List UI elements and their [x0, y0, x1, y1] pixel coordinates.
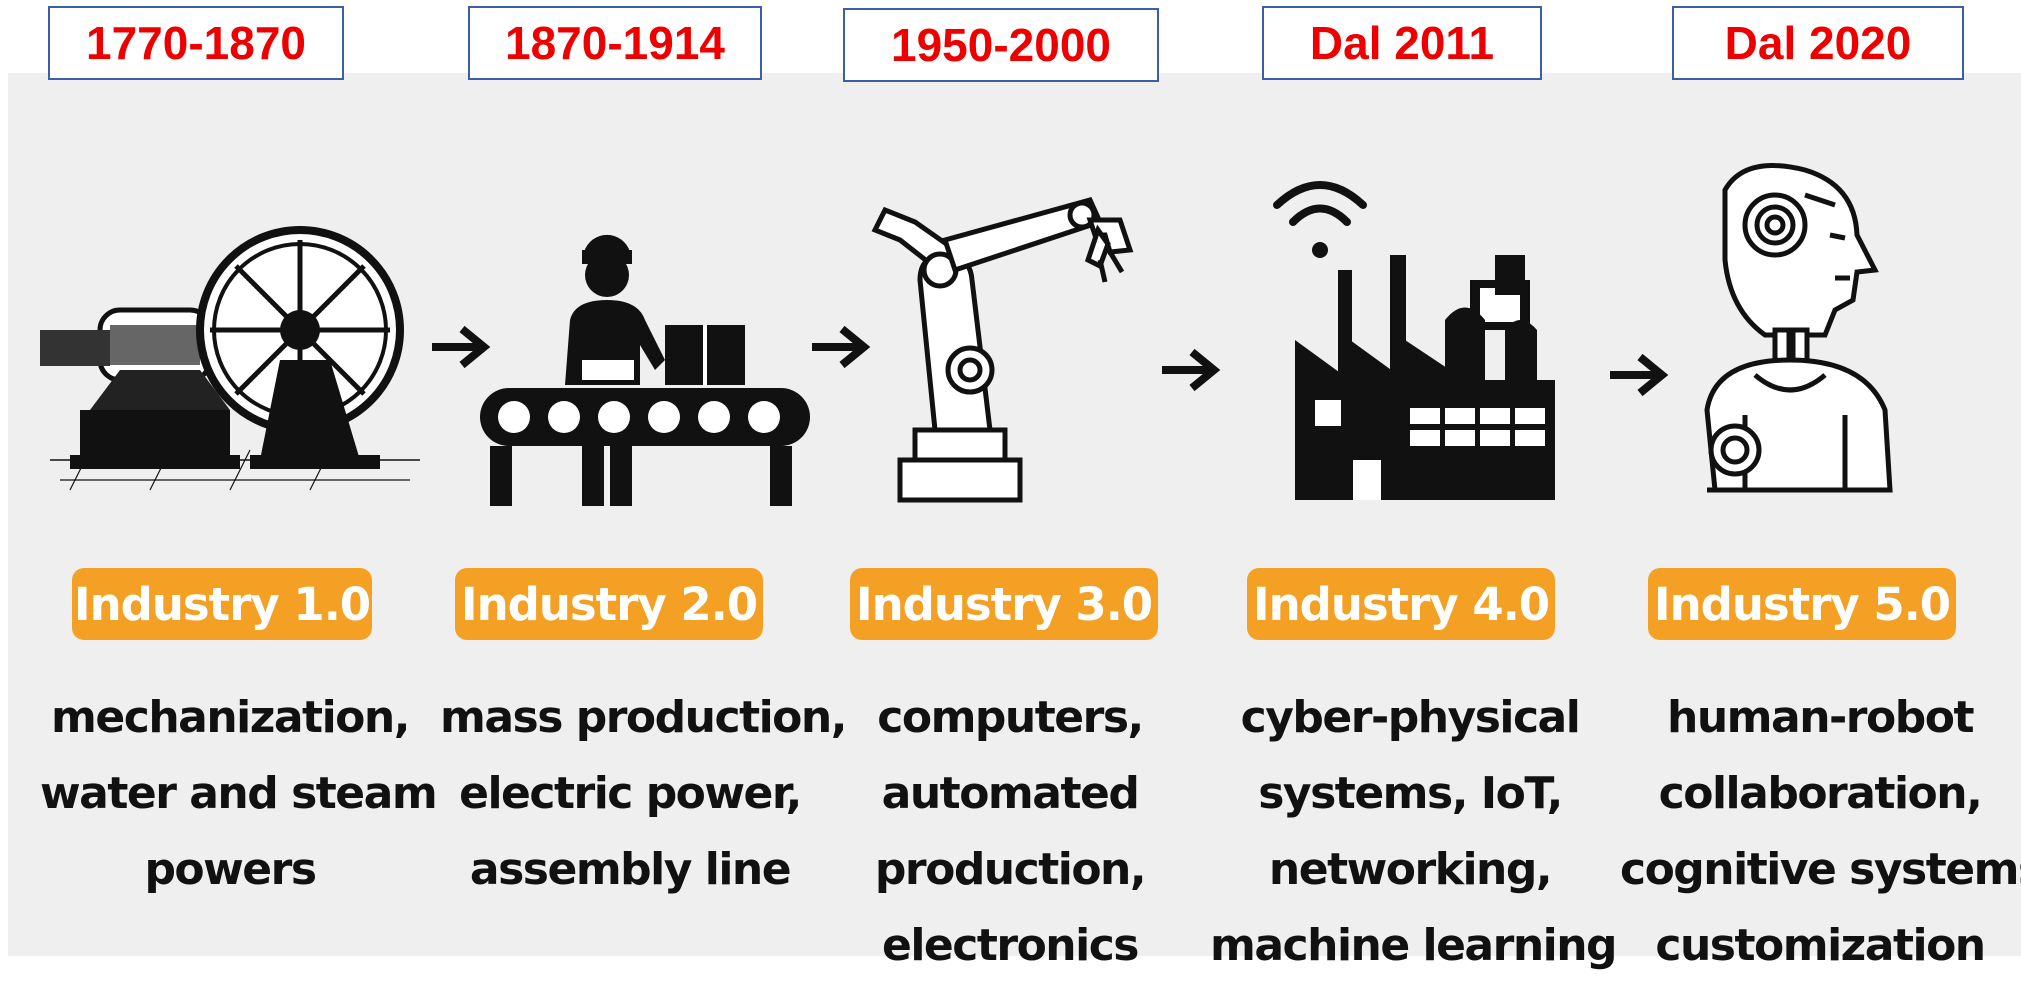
- stage-description-2: mass production, electric power, assembl…: [440, 692, 847, 895]
- stage-description-5: human-robot collaboration, cognitive sys…: [1620, 692, 2021, 971]
- date-box-1: 1770-1870: [48, 6, 344, 80]
- smart-factory-icon: [1265, 160, 1585, 520]
- steam-engine-icon: [30, 160, 430, 520]
- arrow-icon-4: [1606, 350, 1670, 400]
- stage-badge-4: Industry 4.0: [1247, 568, 1555, 640]
- robotic-arm-icon: [860, 160, 1160, 520]
- date-box-4: Dal 2011: [1262, 6, 1542, 80]
- stage-description-1: mechanization, water and steam powers: [40, 692, 438, 895]
- humanoid-robot-icon: [1685, 160, 1925, 520]
- arrow-icon-1: [428, 322, 492, 372]
- stage-description-3: computers, automated production, electro…: [874, 692, 1147, 971]
- stage-badge-3: Industry 3.0: [850, 568, 1158, 640]
- arrow-icon-3: [1158, 345, 1222, 395]
- date-box-5: Dal 2020: [1672, 6, 1964, 80]
- stage-badge-5: Industry 5.0: [1648, 568, 1956, 640]
- assembly-line-worker-icon: [470, 160, 820, 520]
- stage-badge-1: Industry 1.0: [72, 568, 372, 640]
- arrow-icon-2: [808, 322, 872, 372]
- date-box-2: 1870-1914: [468, 6, 762, 80]
- stage-badge-2: Industry 2.0: [455, 568, 763, 640]
- stage-description-4: cyber-physical systems, IoT, networking,…: [1210, 692, 1618, 971]
- date-box-3: 1950-2000: [843, 8, 1159, 82]
